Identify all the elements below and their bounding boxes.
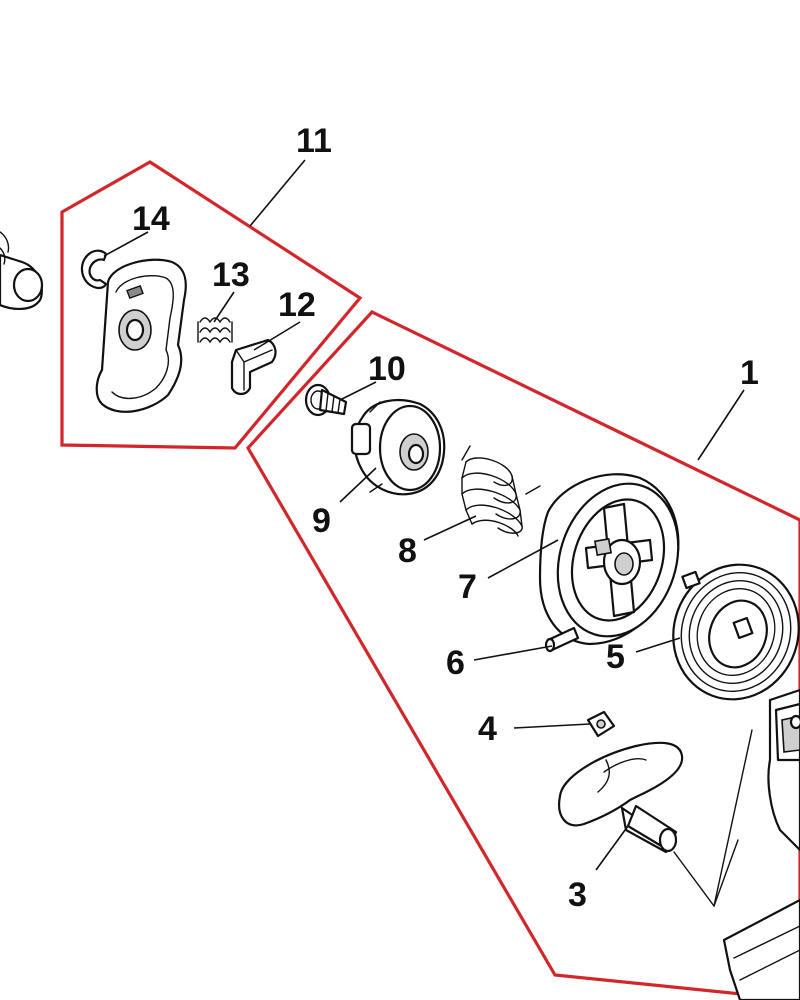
pulley-hub-part <box>350 398 446 496</box>
screw-part <box>304 383 348 417</box>
shaft-fragment <box>0 231 44 310</box>
rope-pulley-part <box>538 473 680 646</box>
assembly-guide-lines <box>673 729 753 907</box>
callout-4: 4 <box>478 710 497 748</box>
callout-13: 13 <box>212 256 250 294</box>
callout-6: 6 <box>446 644 465 682</box>
callout-9: 9 <box>312 502 331 540</box>
pawl-part <box>230 338 277 396</box>
recoil-spring-part <box>672 563 800 701</box>
pin-part <box>544 626 580 653</box>
ratchet-cover-plate <box>95 258 187 413</box>
callout-labels: 11 14 13 12 10 1 9 8 7 6 5 4 3 <box>132 122 759 914</box>
callout-14: 14 <box>132 200 170 238</box>
small-spring-part <box>197 317 233 344</box>
square-nut-part <box>586 710 616 738</box>
callout-5: 5 <box>606 638 625 676</box>
group-outline-1 <box>246 310 800 1000</box>
leader-lines <box>103 159 745 871</box>
callout-1: 1 <box>740 354 759 392</box>
coil-spring-part <box>461 445 541 537</box>
starter-housing-fragment <box>722 688 800 1000</box>
starter-handle-part <box>558 741 684 854</box>
group-outline-11 <box>60 160 363 450</box>
callout-10: 10 <box>368 350 406 388</box>
callout-12: 12 <box>278 286 316 324</box>
e-clip-part <box>80 249 108 290</box>
callout-11: 11 <box>296 122 332 160</box>
callout-3: 3 <box>568 876 587 914</box>
callout-7: 7 <box>458 568 477 606</box>
callout-8: 8 <box>398 532 417 570</box>
